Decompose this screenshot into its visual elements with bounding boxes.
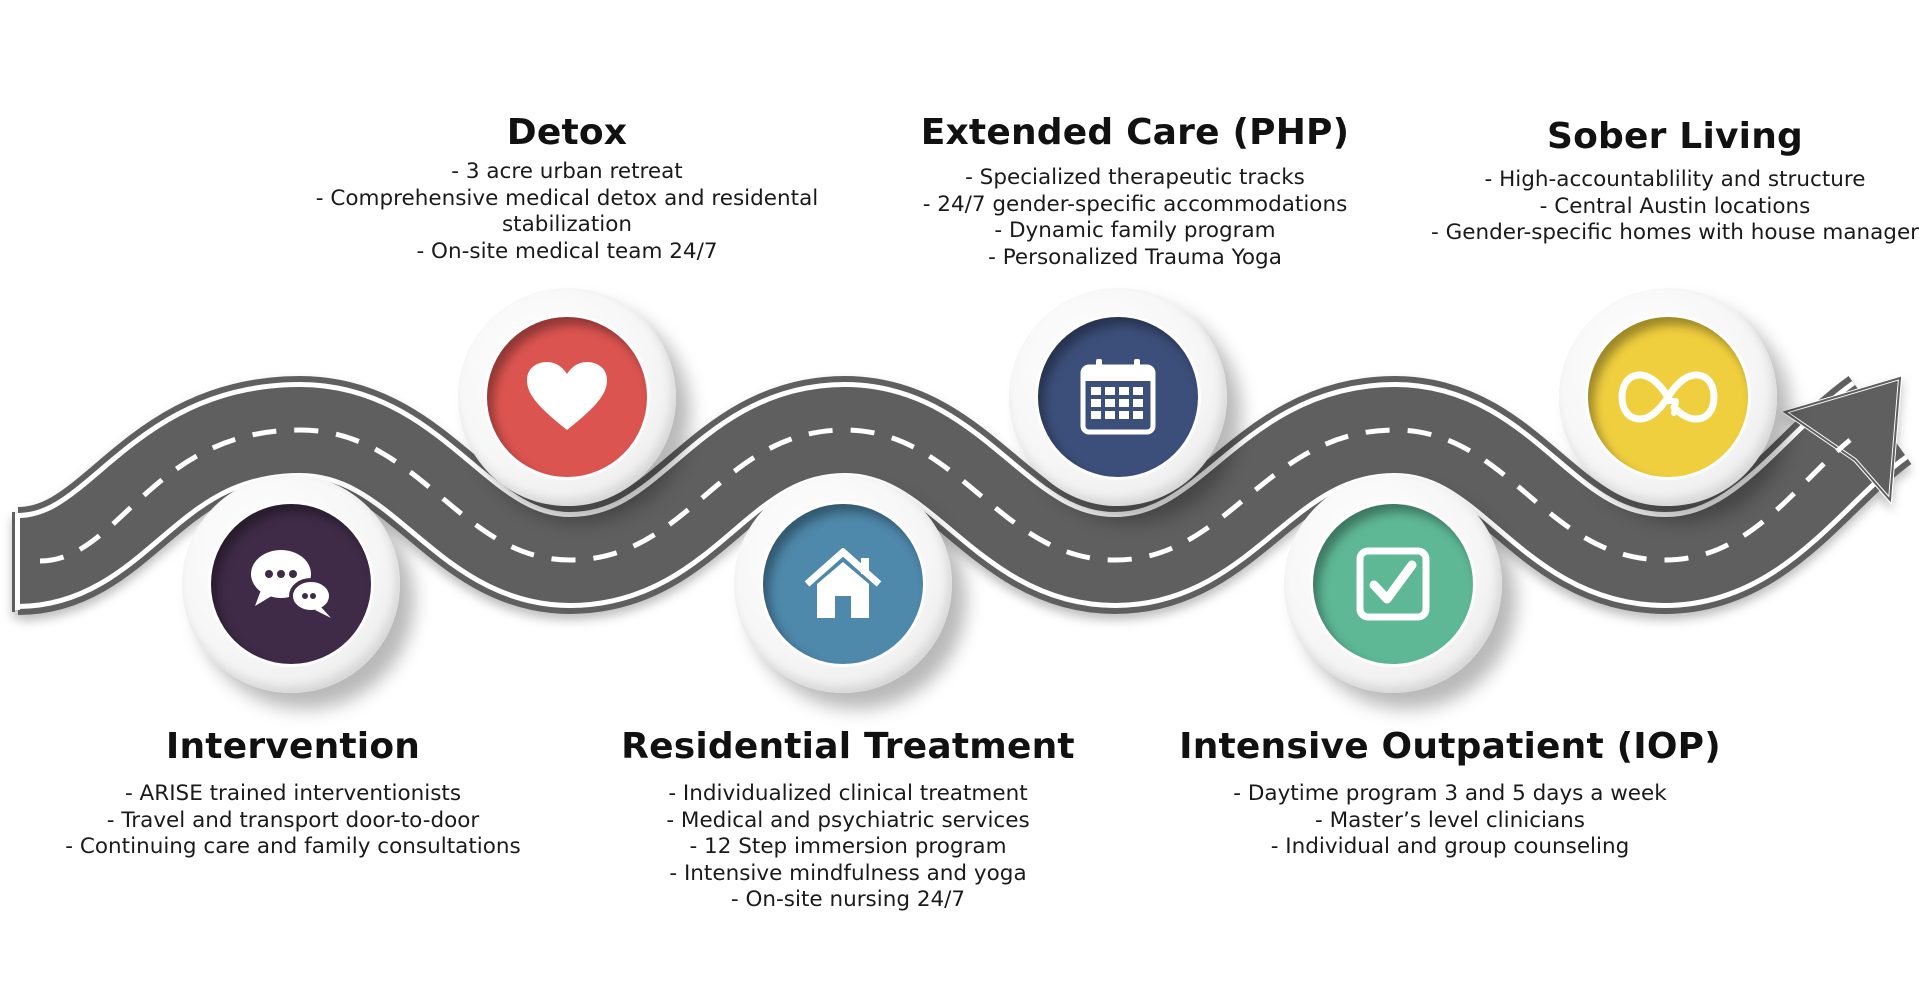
stage-sober-living-list: - High-accountablility and structure - C… [1431,167,1919,247]
list-item: - Gender-specific homes with house manag… [1430,220,1919,245]
stage-sober-living: Sober Living - High-accountablility and … [1431,116,1919,247]
stage-intervention-title: Intervention [165,726,421,767]
extended-care-badge-disc [1038,317,1198,477]
stage-intervention: Intervention - ARISE trained interventio… [65,726,520,861]
stage-sober-living-title: Sober Living [1546,116,1804,157]
stage-extended-care-list: - Specialized therapeutic tracks - 24/7 … [921,165,1350,271]
infinity-icon [1618,371,1718,423]
stage-residential-list: - Individualized clinical treatment - Me… [621,781,1075,914]
checkbox-icon [1356,547,1430,621]
stage-residential: Residential Treatment - Individualized c… [621,726,1075,914]
list-item: - ARISE trained interventionists [124,781,462,806]
extended-care-badge [1009,288,1227,506]
list-item: - On-site nursing 24/7 [730,887,966,912]
list-item: - 3 acre urban retreat [451,159,683,184]
list-item: - Continuing care and family consultatio… [65,834,521,859]
list-item: - Personalized Trauma Yoga [988,244,1282,270]
sober-living-badge [1559,288,1777,506]
list-item: - Intensive mindfulness and yoga [669,860,1027,886]
list-item: - Comprehensive medical detox and reside… [315,185,819,211]
list-item: - Central Austin locations [1539,193,1811,219]
stage-detox-title: Detox [506,112,628,153]
list-item: - Specialized therapeutic tracks [965,165,1305,190]
calendar-icon [1080,359,1156,435]
stage-detox-list: - 3 acre urban retreat - Comprehensive m… [316,159,818,265]
iop-badge [1284,475,1502,693]
stage-iop-title: Intensive Outpatient (IOP) [1179,726,1721,767]
stage-residential-title: Residential Treatment [621,726,1075,767]
list-item: - Medical and psychiatric services [666,807,1030,833]
detox-badge [458,288,676,506]
list-item: - 12 Step immersion program [689,834,1007,859]
list-item: - Travel and transport door-to-door [106,807,480,833]
list-item: stabilization [501,212,633,237]
stage-iop-list: - Daytime program 3 and 5 days a week - … [1179,781,1721,861]
intervention-badge [182,475,400,693]
list-item: - On-site medical team 24/7 [416,238,718,264]
stage-extended-care: Extended Care (PHP) - Specialized therap… [921,112,1350,271]
stage-detox: Detox - 3 acre urban retreat - Comprehen… [316,112,818,265]
list-item: - Master’s level clinicians [1314,807,1586,833]
list-item: - High-accountablility and structure [1484,167,1866,192]
stage-iop: Intensive Outpatient (IOP) - Daytime pro… [1179,726,1721,861]
list-item: - Daytime program 3 and 5 days a week [1233,781,1667,806]
list-item: - Individualized clinical treatment [668,781,1028,806]
stage-extended-care-title: Extended Care (PHP) [920,112,1350,153]
heart-icon [527,362,607,430]
house-icon [804,548,882,618]
stage-intervention-list: - ARISE trained interventionists - Trave… [65,781,520,861]
list-item: - Dynamic family program [994,218,1276,243]
list-item: - Individual and group counseling [1270,834,1630,859]
list-item: - 24/7 gender-specific accommodations [922,191,1348,217]
chat-bubbles-icon [251,550,333,618]
residential-badge [734,475,952,693]
